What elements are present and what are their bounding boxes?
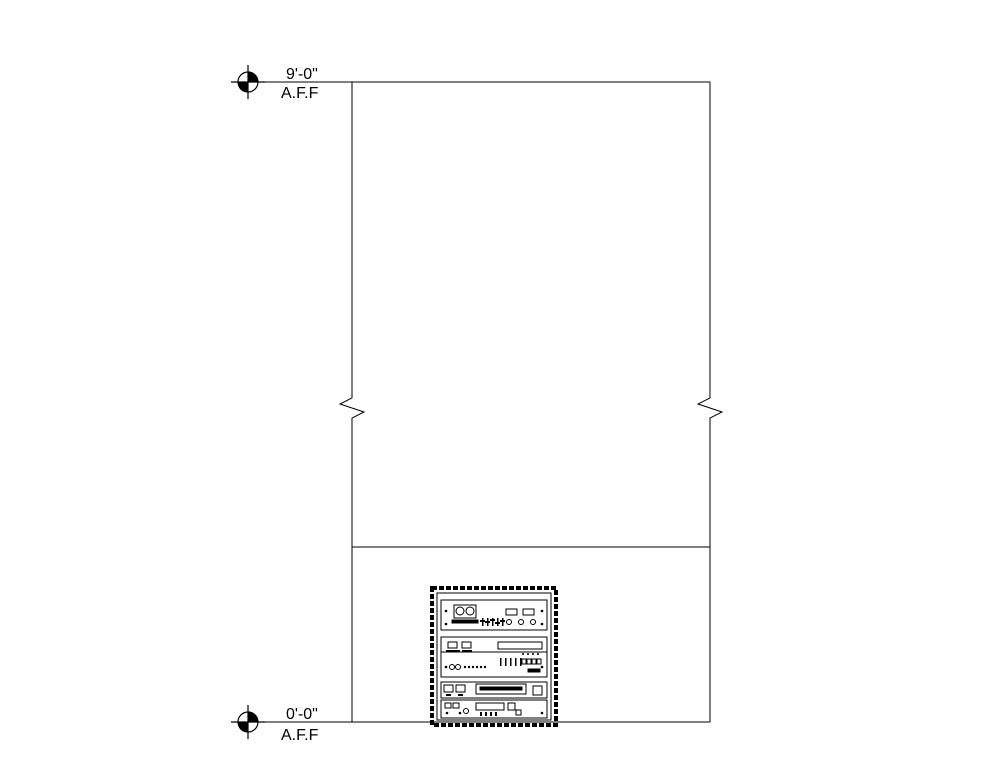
level-marker-bottom: 0'-0" A.F.F (231, 705, 352, 744)
rack-unit-receiver (440, 636, 548, 678)
datum-symbol-icon (231, 65, 265, 99)
left-wall-line-with-break (338, 82, 366, 722)
rack-unit-amplifier (440, 699, 548, 719)
level-marker-top: 9'-0" A.F.F (231, 65, 352, 102)
datum-symbol-icon (231, 705, 265, 739)
right-wall-line-with-break (696, 82, 724, 722)
av-equipment-rack (430, 586, 558, 727)
rack-unit-mixer (440, 599, 548, 631)
rack-unit-player (440, 681, 548, 699)
level-reference-label: A.F.F (281, 727, 319, 744)
level-elevation-label: 0'-0" (286, 706, 318, 723)
wall-outline (338, 81, 724, 723)
level-elevation-label: 9'-0" (286, 66, 318, 83)
level-reference-label: A.F.F (281, 85, 319, 102)
